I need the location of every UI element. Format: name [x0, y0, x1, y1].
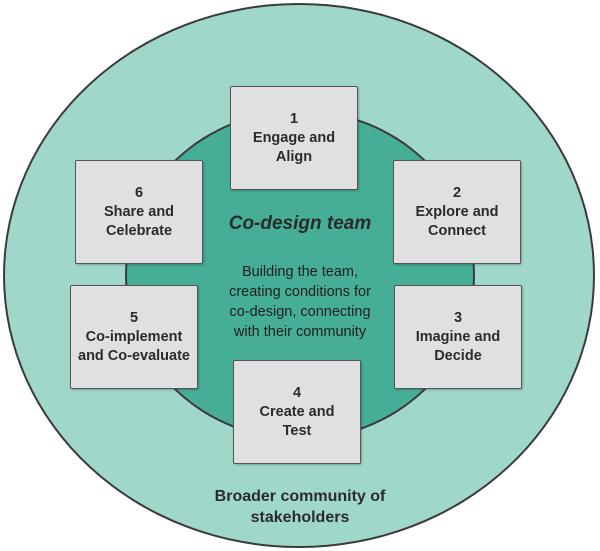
step-number: 6 [134, 184, 144, 201]
step-box-5: 5 Co-implement and Co-evaluate [70, 285, 198, 389]
team-title: Co-design team [228, 213, 372, 234]
step-title: Engage and Align [252, 129, 336, 165]
step-number: 1 [289, 110, 299, 127]
step-number: 5 [129, 309, 139, 326]
step-title: Create and Test [259, 403, 335, 439]
step-title: Co-implement and Co-evaluate [78, 328, 190, 364]
step-box-3: 3 Imagine and Decide [394, 285, 522, 389]
step-box-1: 1 Engage and Align [230, 86, 358, 190]
outer-circle-label: Broader community of stakeholders [214, 488, 386, 526]
step-number: 3 [453, 309, 463, 326]
step-number: 2 [452, 184, 462, 201]
step-box-4: 4 Create and Test [233, 360, 361, 464]
team-description: Building the team, creating conditions f… [229, 264, 371, 340]
step-title: Share and Celebrate [103, 203, 175, 239]
step-title: Explore and Connect [415, 203, 499, 239]
step-title: Imagine and Decide [415, 328, 501, 364]
step-box-2: 2 Explore and Connect [393, 160, 521, 264]
step-box-6: 6 Share and Celebrate [75, 160, 203, 264]
step-number: 4 [292, 384, 302, 401]
